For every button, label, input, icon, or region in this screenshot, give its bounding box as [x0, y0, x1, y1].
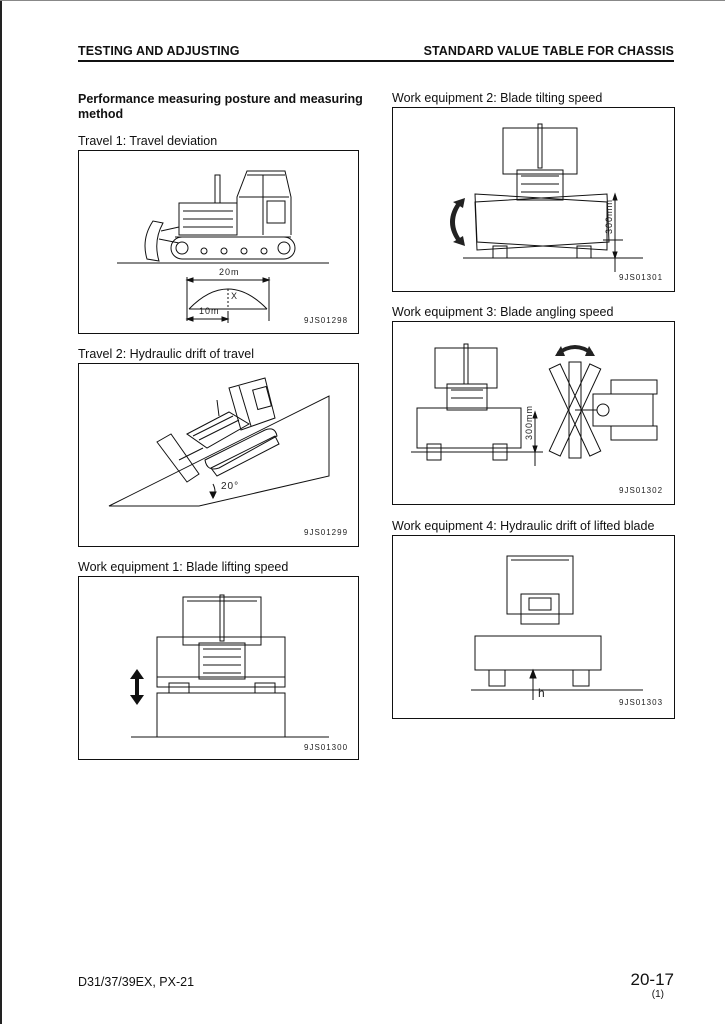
figure-blade-angling: 300mm 9JS01302 — [392, 321, 675, 505]
figure-code: 9JS01298 — [304, 316, 349, 325]
figure-code: 9JS01300 — [304, 743, 349, 752]
figure-blade-drift: h 9JS01303 — [392, 535, 675, 719]
page-edge — [0, 0, 2, 1024]
caption-work-4: Work equipment 4: Hydraulic drift of lif… — [392, 519, 655, 533]
caption-work-2: Work equipment 2: Blade tilting speed — [392, 91, 603, 105]
caption-work-1: Work equipment 1: Blade lifting speed — [78, 560, 289, 574]
caption-work-3: Work equipment 3: Blade angling speed — [392, 305, 614, 319]
label-20m: 20m — [219, 267, 240, 277]
figure-code: 9JS01301 — [619, 273, 664, 282]
header-left: TESTING AND ADJUSTING — [78, 44, 240, 58]
revision-number: (1) — [651, 989, 664, 1000]
figure-blade-lifting: 9JS01300 — [78, 576, 359, 760]
travel-deviation-illustration — [117, 170, 329, 323]
figure-code: 9JS01299 — [304, 528, 349, 537]
blade-lifting-illustration — [130, 594, 329, 738]
figure-hydraulic-drift-travel: 20° 9JS01299 — [78, 363, 359, 547]
caption-travel-2: Travel 2: Hydraulic drift of travel — [78, 347, 254, 361]
figure-code: 9JS01302 — [619, 486, 664, 495]
label-10m: 10m — [199, 306, 220, 316]
blade-drift-illustration — [471, 555, 643, 700]
header-rule — [78, 60, 674, 62]
figure-blade-tilting: 300mm 9JS01301 — [392, 107, 675, 292]
page-number: 20-17 — [630, 970, 674, 989]
caption-travel-1: Travel 1: Travel deviation — [78, 134, 218, 148]
blade-tilting-illustration — [450, 123, 643, 272]
label-300mm: 300mm — [524, 404, 534, 440]
label-h: h — [538, 686, 545, 700]
label-300mm: 300mm — [604, 198, 614, 234]
page-edge-top — [0, 0, 725, 1]
label-angle: 20° — [221, 481, 240, 492]
label-x: X — [231, 291, 239, 301]
header-right: STANDARD VALUE TABLE FOR CHASSIS — [423, 44, 674, 58]
figure-code: 9JS01303 — [619, 698, 664, 707]
figure-travel-deviation: 20m X 10m 9JS01298 — [78, 150, 359, 334]
footer-model: D31/37/39EX, PX-21 — [78, 975, 195, 989]
section-title: Performance measuring posture and measur… — [78, 92, 363, 121]
slope-illustration — [108, 377, 330, 507]
blade-angling-illustration — [411, 343, 658, 466]
